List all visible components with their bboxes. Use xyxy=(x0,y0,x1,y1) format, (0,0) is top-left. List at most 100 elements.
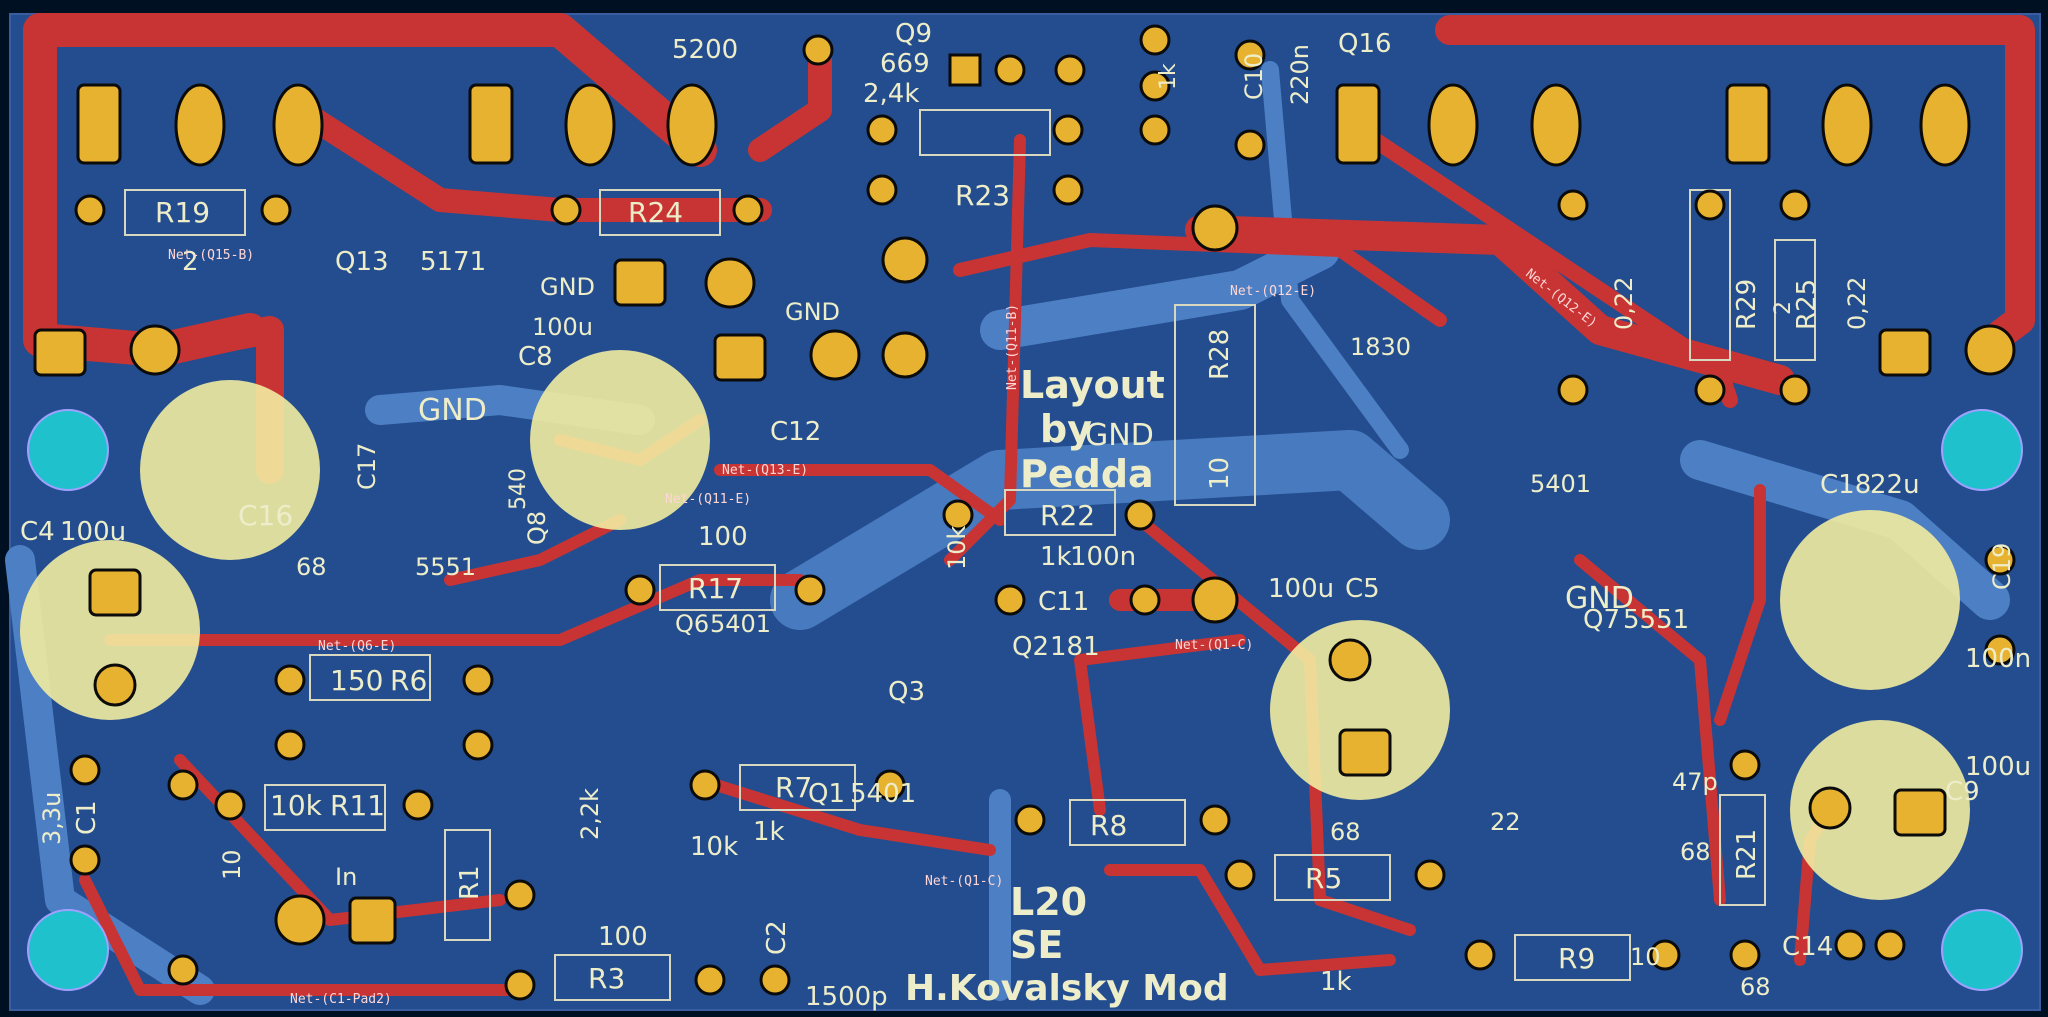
label-r28: R28 xyxy=(1205,329,1235,380)
credit-pedda: Pedda xyxy=(1020,452,1154,496)
label-q7: Q7 xyxy=(1583,605,1620,635)
value-2-4k: 2,4k xyxy=(863,79,919,109)
net-q6-e: Net-(Q6-E) xyxy=(318,639,396,654)
value-5200: 5200 xyxy=(672,35,738,65)
value-5171: 5171 xyxy=(420,247,486,277)
value-1k-a: 1k xyxy=(1156,63,1181,90)
label-q8: Q8 xyxy=(523,511,551,545)
value-10k-c: 10k xyxy=(943,525,971,570)
label-c11: C11 xyxy=(1038,587,1089,617)
value-100u-d: 100u xyxy=(1965,752,2031,782)
value-47p: 47p xyxy=(1672,768,1718,796)
pads xyxy=(33,83,2016,946)
credit-layout: Layout xyxy=(1020,363,1165,407)
value-2-small: 2 xyxy=(182,247,199,277)
net-q12-e: Net-(Q12-E) xyxy=(1230,284,1316,299)
mounting-hole-bl xyxy=(27,909,109,991)
value-150: 150 xyxy=(330,664,383,697)
label-q2: Q2 xyxy=(1012,632,1049,662)
label-q6: Q6 xyxy=(675,610,709,638)
net-q1-c: Net-(Q1-C) xyxy=(1175,638,1253,653)
value-100n-b: 100n xyxy=(1965,644,2031,674)
value-1500p: 1500p xyxy=(805,982,888,1012)
net-c1-pad2: Net-(C1-Pad2) xyxy=(290,992,392,1007)
value-100u-b: 100u xyxy=(60,517,126,547)
value-10-b: 10 xyxy=(1630,943,1661,971)
mounting-hole-tl xyxy=(27,409,109,491)
value-10-c: 10 xyxy=(218,849,246,880)
label-c5: C5 xyxy=(1345,574,1380,604)
gnd-label-right: GND xyxy=(1565,581,1634,616)
label-q3: Q3 xyxy=(888,677,925,707)
label-r1: R1 xyxy=(455,865,485,900)
value-100u-c: 100u xyxy=(1268,574,1334,604)
value-1k-b: 1k xyxy=(1040,542,1072,572)
mounting-hole-br xyxy=(1941,909,2023,991)
label-r7: R7 xyxy=(775,771,812,804)
in-label: In xyxy=(335,863,357,891)
value-540: 540 xyxy=(506,468,531,510)
label-r11: R11 xyxy=(330,789,385,822)
vias xyxy=(69,24,2016,1001)
gnd-label-mid: GND xyxy=(785,298,840,326)
value-220n: 220n xyxy=(1286,44,1314,105)
label-q1: Q1 xyxy=(808,779,845,809)
value-5401-c: 5401 xyxy=(850,779,916,809)
label-c17: C17 xyxy=(353,443,381,490)
label-r6: R6 xyxy=(390,664,427,697)
label-c14: C14 xyxy=(1782,932,1833,962)
label-c8: C8 xyxy=(518,342,553,372)
value-2-2k: 2,2k xyxy=(576,788,604,840)
label-c12: C12 xyxy=(770,417,821,447)
value-22u: 22u xyxy=(1870,470,1920,500)
model-se: SE xyxy=(1010,923,1063,967)
value-5551-a: 5551 xyxy=(415,553,476,581)
label-r21: R21 xyxy=(1732,829,1762,880)
label-r17: R17 xyxy=(688,572,743,605)
net-q11-e: Net-(Q11-E) xyxy=(665,492,751,507)
label-r23: R23 xyxy=(955,179,1010,212)
label-r5: R5 xyxy=(1305,862,1342,895)
mod-credit: H.Kovalsky Mod xyxy=(905,968,1229,1009)
silkscreen-labels: Layout by Pedda L20 SE H.Kovalsky Mod Q9… xyxy=(20,19,2031,1012)
label-r9: R9 xyxy=(1558,942,1595,975)
value-10: 10 xyxy=(1205,457,1235,490)
value-100n-a: 100n xyxy=(1070,542,1136,572)
value-5551-b: 5551 xyxy=(1623,605,1689,635)
label-r19: R19 xyxy=(155,196,210,229)
value-100-a: 100 xyxy=(698,522,748,552)
value-669: 669 xyxy=(880,49,930,79)
label-c4: C4 xyxy=(20,517,55,547)
label-r22: R22 xyxy=(1040,499,1095,532)
value-10k-a: 10k xyxy=(270,789,323,822)
label-c18: C18 xyxy=(1820,470,1871,500)
label-c2: C2 xyxy=(762,920,792,955)
board-substrate xyxy=(10,14,2040,1010)
mounting-hole-tr xyxy=(1941,409,2023,491)
value-100-b: 100 xyxy=(598,922,648,952)
value-0-22-a: 0,22 xyxy=(1610,277,1638,330)
label-r25: R25 xyxy=(1792,279,1822,330)
label-q13: Q13 xyxy=(335,247,389,277)
value-100u-a: 100u xyxy=(532,313,593,341)
net-q1-c-2: Net-(Q1-C) xyxy=(925,874,1003,889)
net-q11-b: Net-(Q11-B) xyxy=(1005,304,1020,390)
value-5401-a: 5401 xyxy=(710,610,771,638)
label-c1: C1 xyxy=(72,800,102,835)
value-1k-c: 1k xyxy=(753,817,785,847)
value-68-a: 68 xyxy=(296,553,327,581)
value-1830: 1830 xyxy=(1350,333,1411,361)
value-22: 22 xyxy=(1490,808,1521,836)
label-q9: Q9 xyxy=(895,19,932,49)
cap-outlines xyxy=(20,350,1970,900)
gnd-label-left: GND xyxy=(418,393,487,428)
value-0-22-b: 0,22 xyxy=(1843,277,1871,330)
value-5401-b: 5401 xyxy=(1530,470,1591,498)
label-r24: R24 xyxy=(628,196,683,229)
board-edge xyxy=(9,13,2041,1011)
label-c16: C16 xyxy=(238,499,293,532)
value-1k-d: 1k xyxy=(1320,967,1352,997)
value-2: 2 xyxy=(1771,301,1796,315)
